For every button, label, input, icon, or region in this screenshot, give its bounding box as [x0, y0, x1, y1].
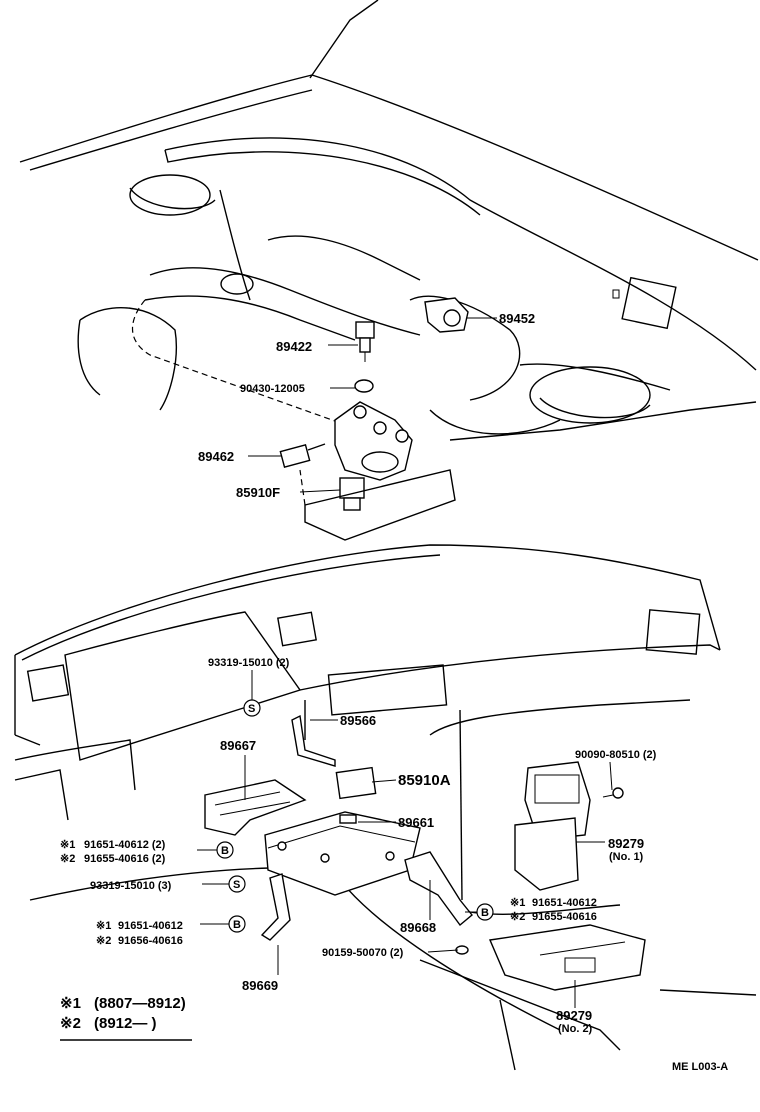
bracket-89566	[291, 714, 336, 767]
legend-row2-mark: ※2	[60, 1015, 81, 1032]
bracket-89668	[404, 851, 473, 927]
marker-s-2: S	[228, 875, 246, 893]
legend-row2-text: (8912— )	[94, 1015, 157, 1032]
dashboard-outline	[14, 544, 757, 1071]
label-89422: 89422	[276, 339, 312, 354]
legend: ※1 (8807—8912) ※2 (8912— )	[60, 995, 192, 1041]
thermostat-housing	[334, 401, 413, 481]
svg-text:B: B	[481, 907, 489, 919]
note1-mark-b: ※1	[510, 897, 525, 909]
note2-mark-a: ※2	[60, 853, 75, 865]
label-89279-no2: 89279	[556, 1008, 592, 1023]
svg-text:B: B	[233, 919, 241, 931]
legend-row1-mark: ※1	[60, 995, 81, 1012]
sensor-89462	[279, 443, 326, 468]
engine-bay-outline	[19, 0, 759, 441]
engine-block-front	[299, 469, 456, 541]
label-90159-50070: 90159-50070 (2)	[322, 947, 404, 959]
label-85910F: 85910F	[236, 485, 280, 500]
sensor-89452	[424, 297, 469, 333]
label-91651-40612-left: 91651-40612	[118, 920, 183, 932]
label-89566: 89566	[340, 713, 376, 728]
ecu-89661	[264, 811, 421, 896]
note1-mark-c: ※1	[96, 920, 111, 932]
leader-lines-upper	[248, 317, 497, 493]
marker-b-3: B	[476, 903, 494, 921]
legend-row1-text: (8807—8912)	[94, 995, 186, 1012]
label-89279-no1: 89279	[608, 836, 644, 851]
marker-b-2: B	[228, 915, 246, 933]
figure-code: ME L003-A	[672, 1061, 728, 1073]
marker-s-1: S	[243, 699, 261, 717]
svg-text:S: S	[248, 703, 255, 715]
label-91656-40616: 91656-40616	[118, 935, 183, 947]
label-91655-40616-2: 91655-40616 (2)	[84, 853, 166, 865]
svg-text:B: B	[221, 845, 229, 857]
label-91655-40616-right: 91655-40616	[532, 911, 597, 923]
washer-90430	[354, 379, 374, 393]
label-89667: 89667	[220, 738, 256, 753]
label-89279-no1-note: (No. 1)	[609, 851, 644, 863]
sensor-89422	[355, 321, 375, 362]
label-90430-12005: 90430-12005	[240, 383, 305, 395]
module-89279-no1	[514, 761, 591, 891]
marker-b-1: B	[216, 841, 234, 859]
label-90090-80510: 90090-80510 (2)	[575, 749, 657, 761]
label-89279-no2-note: (No. 2)	[558, 1023, 593, 1035]
note1-mark-a: ※1	[60, 839, 75, 851]
bracket-89669	[260, 873, 291, 941]
svg-text:S: S	[233, 879, 240, 891]
label-93319-15010-3: 93319-15010 (3)	[90, 880, 172, 892]
label-93319-15010-2: 93319-15010 (2)	[208, 657, 290, 669]
note2-mark-b: ※2	[510, 911, 525, 923]
note2-mark-c: ※2	[96, 935, 111, 947]
label-89661: 89661	[398, 815, 434, 830]
bracket-89667	[204, 779, 307, 836]
label-89462: 89462	[198, 449, 234, 464]
label-85910A: 85910A	[398, 772, 451, 789]
label-91651-40612-right: 91651-40612	[532, 897, 597, 909]
label-89669: 89669	[242, 978, 278, 993]
connector-85910A	[335, 766, 377, 800]
module-89279-no2	[488, 924, 646, 991]
screw-90090	[602, 787, 624, 799]
leader-lines-lower	[197, 670, 613, 1008]
label-89668: 89668	[400, 920, 436, 935]
switch-85910F	[339, 477, 365, 511]
label-91651-40612-2: 91651-40612 (2)	[84, 839, 166, 851]
label-89452: 89452	[499, 311, 535, 326]
